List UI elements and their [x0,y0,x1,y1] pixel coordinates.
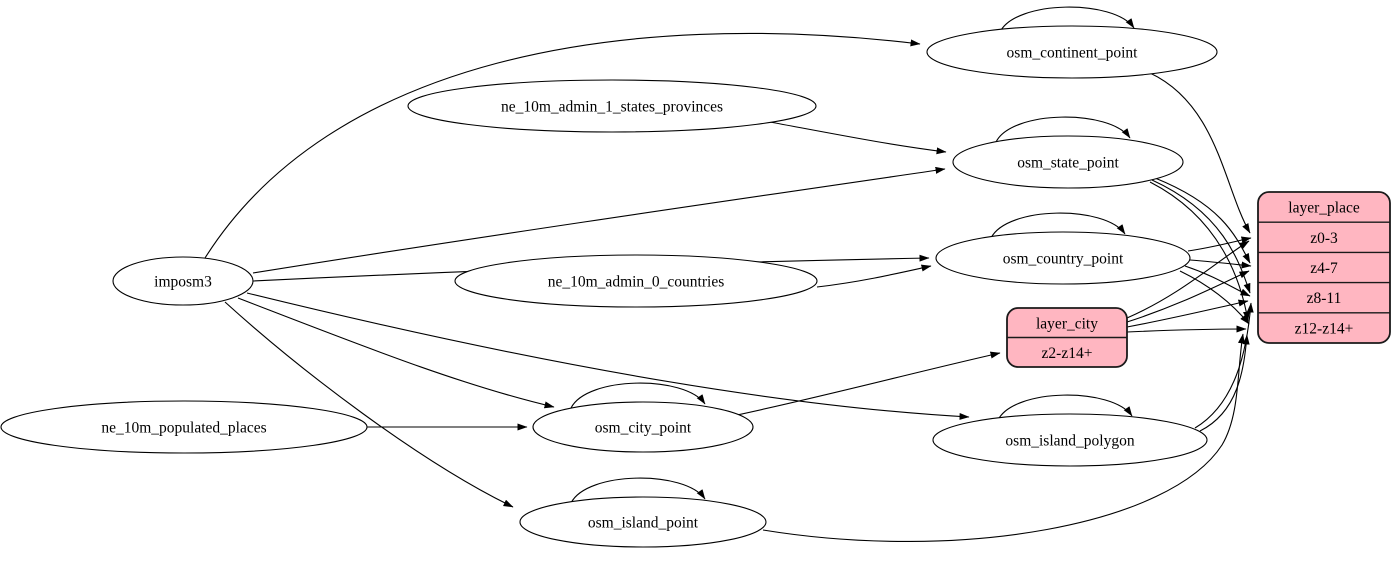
osm_island_polygon-label: osm_island_polygon [1005,433,1134,450]
self-loop-osm_city_point [570,382,706,409]
node-ne_10m_admin_0_countries: ne_10m_admin_0_countries [454,254,818,308]
osm_country_point-shape [935,231,1191,285]
edge-imposm3-to-osm_island_point [224,301,514,508]
node-osm_country_point: osm_country_point [935,231,1191,285]
osm_continent_point-shape [926,25,1218,79]
edge-imposm3-to-osm_island_polygon [246,292,970,420]
ne_10m_admin_1_states_provinces-shape [407,79,817,133]
layer_place-header-label: layer_place [1288,200,1360,217]
layer_place-row-label: z12-z14+ [1295,320,1354,337]
osm_state_point-shape [952,135,1184,189]
edge-osm_city_point-to-layer_city-z2-z14+ [736,351,1001,416]
edge-ne_10m_admin_1_states_provinces-to-osm_state_point [769,121,947,155]
edge-osm_country_point-to-layer_place-z8-11 [1184,265,1251,297]
edge-osm_continent_point-to-layer_place-z0-3 [1149,72,1251,234]
edge-layer_city-to-layer_place-z8-11 [1126,299,1249,328]
edge-osm_island_polygon-to-layer_place-z12-z14+ [1199,334,1250,432]
ne_10m_populated_places-label: ne_10m_populated_places [101,420,266,437]
layer_place-row-label: z4-7 [1310,260,1338,277]
layer_city-header-label: layer_city [1036,315,1098,332]
edge-layer_city-to-layer_place-z12-z14+ [1126,325,1247,333]
node-layer: imposm3 ne_10m_admin_1_states_provincesne… [0,25,1391,548]
ne_10m_admin_1_states_provinces-label: ne_10m_admin_1_states_provinces [501,99,723,116]
self-loop-osm_state_point [995,116,1131,143]
imposm3-label: imposm3 [154,274,212,291]
node-osm_island_point: osm_island_point [519,496,767,548]
edge-osm_country_point-to-layer_place-z0-3 [1187,236,1252,252]
layer_place-shape [1257,191,1391,344]
edge-osm_island_polygon-to-layer_place-z8-11 [1194,302,1254,429]
self-loop-osm_island_point [570,477,706,504]
edge-layer_city-to-layer_place-z0-3 [1126,240,1250,319]
node-osm_continent_point: osm_continent_point [926,25,1218,79]
node-ne_10m_populated_places: ne_10m_populated_places [0,400,368,454]
self-loop-osm_island_polygon [997,394,1133,421]
node-imposm3: imposm3 [112,256,254,306]
edge-imposm3-to-osm_city_point [237,297,555,409]
osm_city_point-shape [532,401,754,453]
self-loop-osm_country_point [990,212,1126,239]
osm_state_point-label: osm_state_point [1017,155,1119,172]
node-ne_10m_admin_1_states_provinces: ne_10m_admin_1_states_provinces [407,79,817,133]
osm_island_polygon-shape [932,413,1208,467]
node-layer_place: layer_place z0-3 z4-7 z8-11 z12-z14+ [1257,191,1391,344]
ne_10m_admin_0_countries-shape [454,254,818,308]
node-osm_state_point: osm_state_point [952,135,1184,189]
ne_10m_populated_places-shape [0,400,368,454]
edge-ne_10m_admin_0_countries-to-osm_country_point [816,264,932,288]
osm_country_point-label: osm_country_point [1003,251,1124,268]
edge-osm_state_point-to-layer_place-z8-11 [1151,179,1251,294]
edge-layer_city-to-layer_place-z4-7 [1126,270,1250,323]
osm_continent_point-label: osm_continent_point [1007,45,1139,62]
layer_place-row-label: z8-11 [1307,290,1342,307]
imposm3-shape [112,256,254,306]
edge-osm_island_point-to-layer_place-z12-z14+ [762,333,1245,542]
node-osm_island_polygon: osm_island_polygon [932,413,1208,467]
osm_island_point-label: osm_island_point [588,515,699,532]
node-layer_city: layer_city z2-z14+ [1006,307,1128,368]
edge-osm_state_point-to-layer_place-z4-7 [1154,177,1251,264]
edge-osm_country_point-to-layer_place-z4-7 [1189,259,1252,269]
layer_city-row-label: z2-z14+ [1042,345,1093,362]
layer_place-row-label: z0-3 [1310,230,1338,247]
edge-imposm3-to-osm_state_point [252,166,946,274]
osm_island_point-shape [519,496,767,548]
osm_city_point-label: osm_city_point [595,420,692,437]
self-loop-osm_continent_point [999,6,1135,33]
ne_10m_admin_0_countries-label: ne_10m_admin_0_countries [548,274,725,291]
edge-imposm3-to-osm_continent_point [204,32,921,259]
node-osm_city_point: osm_city_point [532,401,754,453]
